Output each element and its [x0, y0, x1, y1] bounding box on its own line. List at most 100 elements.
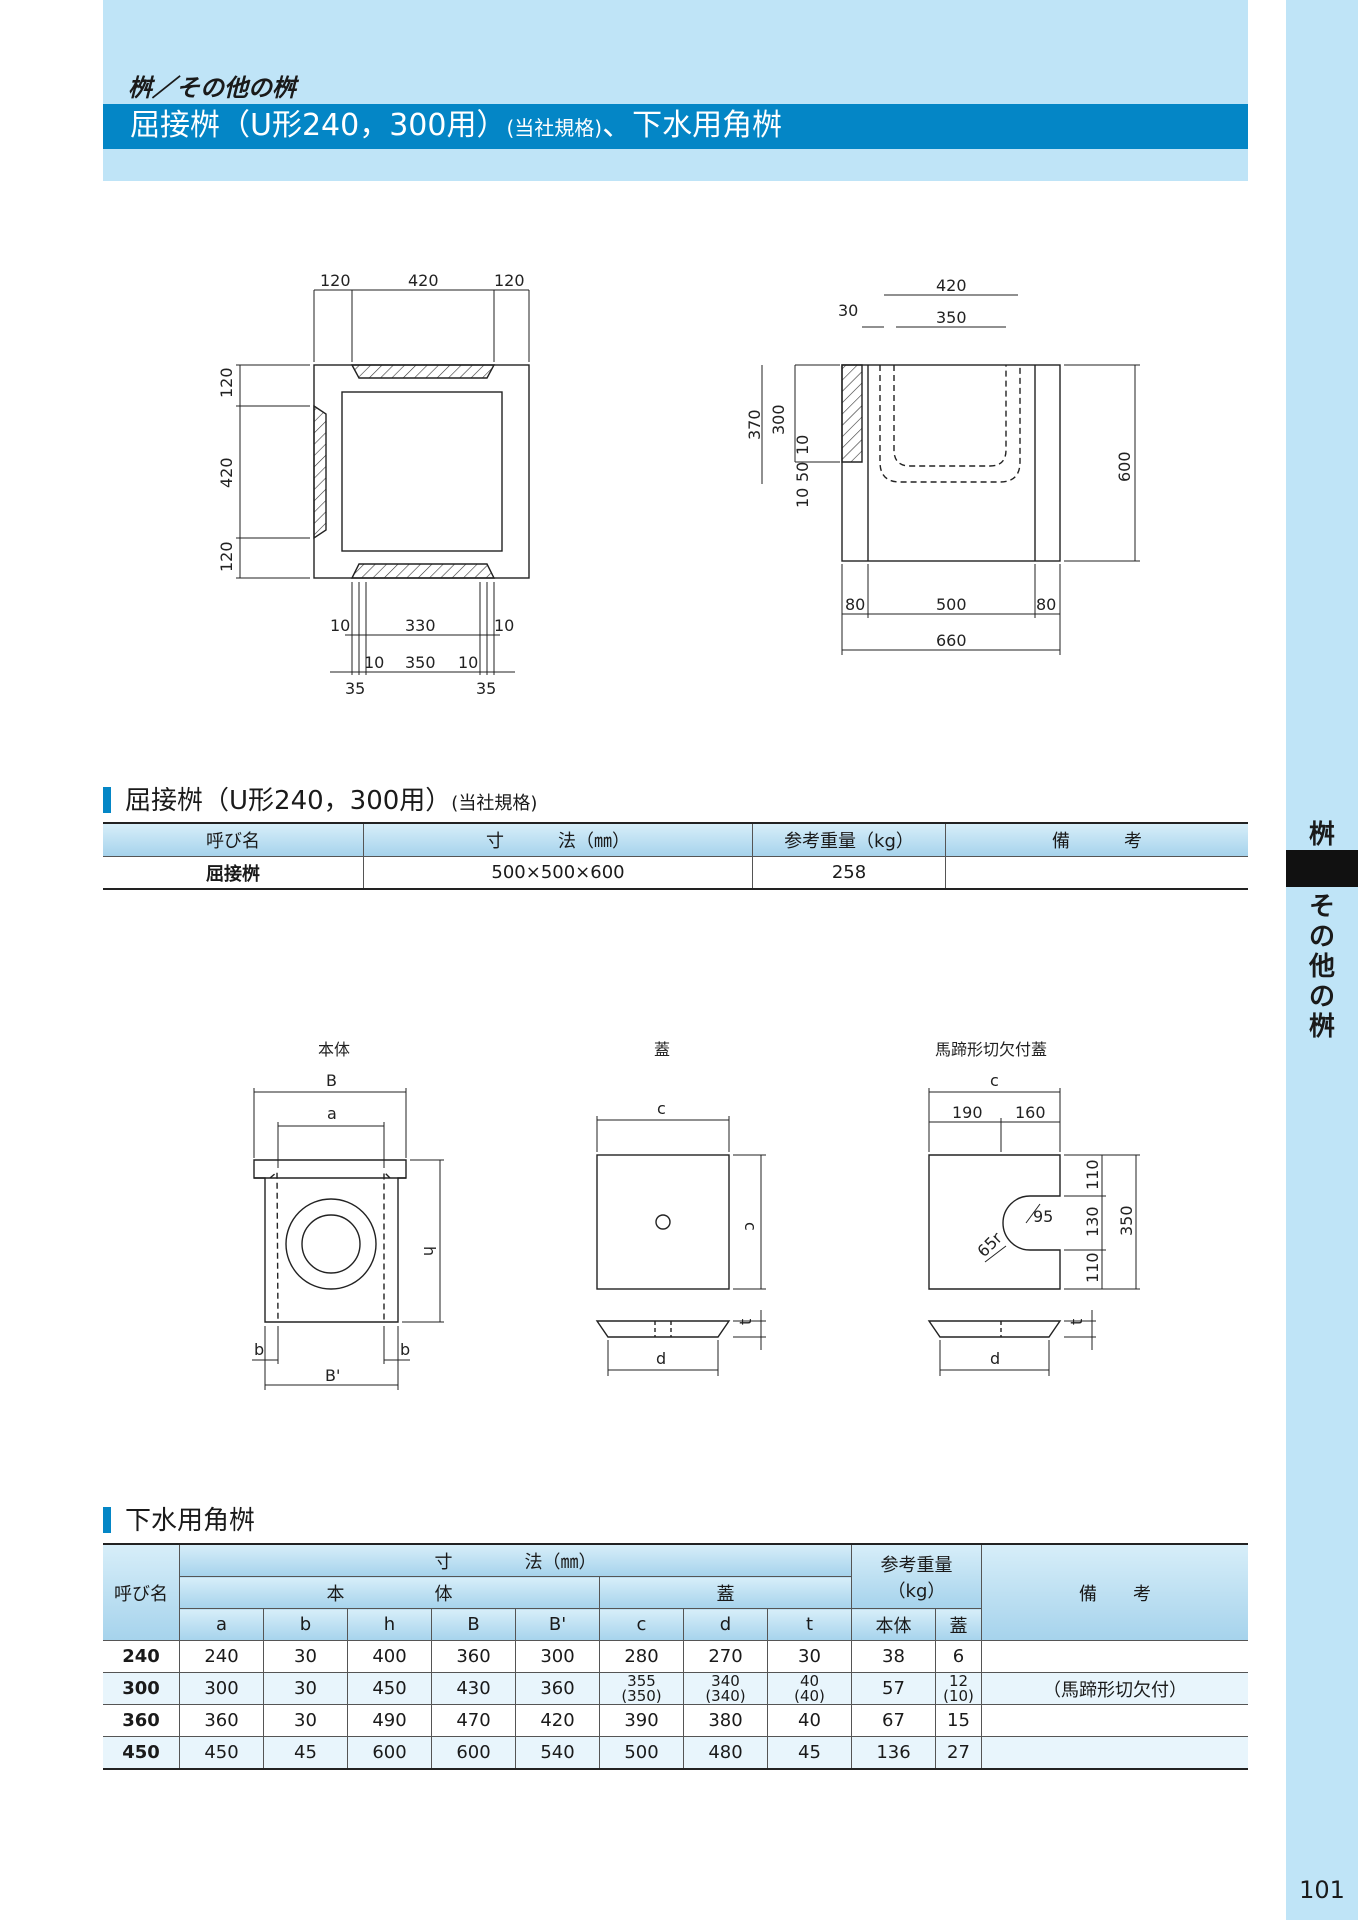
- table-cell: 420: [515, 1704, 600, 1737]
- drawing-caption-notched-lid: 馬蹄形切欠付蓋: [935, 1040, 1047, 1059]
- sub-header: a: [179, 1608, 264, 1641]
- col-header-body: 本 体: [179, 1576, 600, 1609]
- table-cell: 500×500×600: [363, 856, 753, 889]
- dim-label: 370: [745, 409, 764, 440]
- section-heading-kaku-masu: 下水用角桝: [103, 1506, 255, 1536]
- dim-label: B: [326, 1071, 337, 1090]
- dim-label: d: [990, 1349, 1000, 1368]
- table-cell: 380: [683, 1704, 768, 1737]
- col-header-dim: 寸 法（㎜）: [179, 1543, 852, 1577]
- table-cell: （馬蹄形切欠付）: [981, 1672, 1248, 1705]
- sub-header: h: [347, 1608, 432, 1641]
- dim-label: d: [656, 1349, 666, 1368]
- dim-label: b: [400, 1340, 410, 1359]
- sidebar-char: の: [1308, 982, 1335, 1012]
- table-cell: 450: [347, 1672, 432, 1705]
- section-title: 下水用角桝: [125, 1506, 256, 1536]
- table-cell: 240: [179, 1640, 264, 1673]
- dim-label: 10: [364, 653, 384, 672]
- dim-label: 130: [1083, 1206, 1102, 1237]
- dim-label: 110: [1083, 1252, 1102, 1283]
- table-cell: 600: [347, 1736, 432, 1770]
- table-cell: 490: [347, 1704, 432, 1737]
- table-cell: [981, 1640, 1248, 1673]
- dim-label: 120: [217, 541, 236, 572]
- dim-label: 65r: [973, 1228, 1006, 1261]
- table-cell: 540: [515, 1736, 600, 1770]
- dim-label: 160: [1015, 1103, 1046, 1122]
- table-cell: 470: [431, 1704, 516, 1737]
- table-cell: 40: [767, 1704, 852, 1737]
- dim-label: 420: [408, 271, 439, 290]
- table-cell: 30: [263, 1672, 348, 1705]
- table-cell: 300: [179, 1672, 264, 1705]
- dim-label: 660: [936, 631, 967, 650]
- sidebar-char: 桝: [1308, 1012, 1335, 1042]
- table-cell: 360: [515, 1672, 600, 1705]
- sub-header: d: [683, 1608, 768, 1641]
- col-header-weight: 参考重量（kg）: [851, 1543, 982, 1609]
- dim-label: 95: [1033, 1207, 1053, 1226]
- dim-label: c: [657, 1099, 666, 1118]
- table-cell: 30: [263, 1640, 348, 1673]
- table-row: 屈接桝 500×500×600 258: [103, 856, 1248, 889]
- page-number: 101: [1299, 1876, 1345, 1904]
- dim-label: 350: [936, 308, 967, 327]
- table-cell: 340(340): [683, 1672, 768, 1705]
- table-cell: [981, 1736, 1248, 1770]
- section-heading-kussetsu: 屈接桝（U形240，300用）(当社規格): [103, 786, 537, 819]
- table-cell: 480: [683, 1736, 768, 1770]
- table-cell: 30: [263, 1704, 348, 1737]
- table-cell: 280: [599, 1640, 684, 1673]
- dim-label: 300: [769, 404, 788, 435]
- sub-header: t: [767, 1608, 852, 1641]
- dim-label: 10: [793, 435, 812, 455]
- row-header: 300: [103, 1672, 180, 1705]
- table-cell: 27: [935, 1736, 982, 1770]
- table-cell: 57: [851, 1672, 936, 1705]
- dim-label: t: [736, 1319, 755, 1325]
- col-header: 参考重量（kg）: [752, 823, 946, 857]
- table-cell: 38: [851, 1640, 936, 1673]
- sidebar-marker: [1286, 850, 1358, 887]
- dim-label: 50: [793, 462, 812, 482]
- col-header-lid: 蓋: [599, 1576, 852, 1609]
- page-title: 屈接桝（U形240，300用）(当社規格)、下水用角桝: [130, 106, 782, 148]
- weight-header-line: 参考重量: [880, 1554, 953, 1576]
- table-cell: [945, 856, 1248, 889]
- sidebar-top-label: 桝: [1308, 820, 1335, 850]
- table-cell: 136: [851, 1736, 936, 1770]
- table-cell: 45: [263, 1736, 348, 1770]
- dim-label: c: [741, 1222, 760, 1231]
- table-cell: 360: [179, 1704, 264, 1737]
- dim-label: 190: [952, 1103, 983, 1122]
- header-panel: [103, 0, 1248, 181]
- table-cell: 450: [179, 1736, 264, 1770]
- table-cell: 390: [599, 1704, 684, 1737]
- drawing-kussetsu-masu: 120 420 120 120 420 120 10 330 10 10 350…: [217, 271, 1140, 698]
- sub-header: c: [599, 1608, 684, 1641]
- dim-label: 350: [405, 653, 436, 672]
- drawing-kaku-masu: 本体 蓋 馬蹄形切欠付蓋 B a h b b B' c c t d c 190 …: [252, 1040, 1140, 1390]
- table-cell: 500: [599, 1736, 684, 1770]
- table-cell: 屈接桝: [206, 863, 260, 885]
- dim-label: 420: [936, 276, 967, 295]
- dim-label: 10: [458, 653, 478, 672]
- sidebar: [1286, 0, 1358, 1920]
- title-small: (当社規格): [506, 116, 603, 140]
- dim-label: 35: [345, 679, 365, 698]
- table-cell: 45: [767, 1736, 852, 1770]
- dim-label: 500: [936, 595, 967, 614]
- table-cell: 300: [515, 1640, 600, 1673]
- table-cell: 67: [851, 1704, 936, 1737]
- dim-label: 120: [494, 271, 525, 290]
- table-cell: [981, 1704, 1248, 1737]
- row-header: 450: [103, 1736, 180, 1770]
- sub-header: b: [263, 1608, 348, 1641]
- table-cell: 270: [683, 1640, 768, 1673]
- table-cell: 258: [752, 856, 946, 889]
- dim-label: b: [254, 1340, 264, 1359]
- dim-label: t: [1067, 1319, 1086, 1325]
